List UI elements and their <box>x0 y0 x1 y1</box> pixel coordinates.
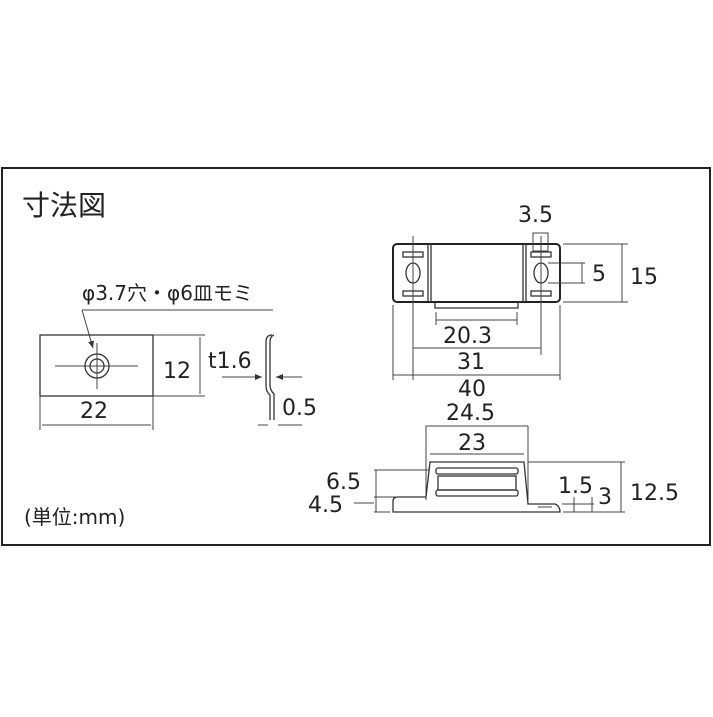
top-inner-dim: 23 <box>458 431 486 456</box>
overall-height-dim: 15 <box>630 265 658 290</box>
top-view: 3.5 5 15 20.3 31 40 <box>392 203 658 402</box>
inner-width-dim: 20.3 <box>443 324 492 349</box>
offset-dim: 0.5 <box>282 396 317 421</box>
drawing-border <box>1 167 711 546</box>
side-view: 24.5 23 12.5 1.5 3 6.5 4.5 <box>308 401 679 518</box>
hole-note: φ3.7穴・φ6皿モミ <box>82 281 253 305</box>
overall-side-height-dim: 12.5 <box>630 481 679 506</box>
flange-height-dim: 3 <box>598 485 612 510</box>
flange-thickness-dim: 1.5 <box>558 474 593 499</box>
hole-height-dim: 5 <box>592 262 606 287</box>
overall-width-dim: 40 <box>458 377 486 402</box>
base-height-dim: 4.5 <box>308 493 343 518</box>
hole-pitch-dim: 31 <box>457 350 485 375</box>
plate-view: φ3.7穴・φ6皿モミ 12 22 t1.6 0.5 <box>39 281 317 430</box>
thickness-dim: t1.6 <box>208 349 252 374</box>
body-height-dim: 6.5 <box>326 470 361 495</box>
drawing-title: 寸法図 <box>22 189 106 222</box>
hole-width-dim: 3.5 <box>518 203 553 228</box>
unit-note: (単位:mm) <box>24 505 125 529</box>
top-outer-dim: 24.5 <box>446 401 495 426</box>
plate-width-dim: 22 <box>80 399 108 424</box>
plate-height-dim: 12 <box>163 359 191 384</box>
